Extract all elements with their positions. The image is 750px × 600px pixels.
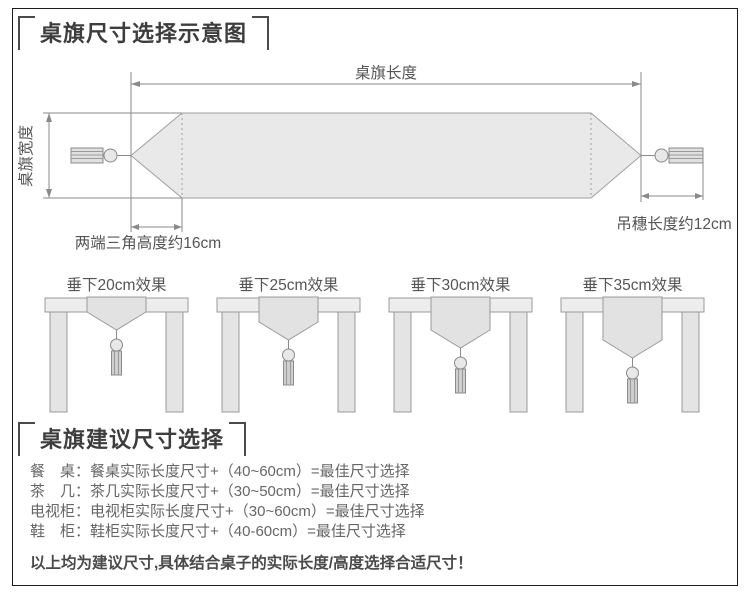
runner-drape (602, 296, 663, 359)
table-35cm: 垂下35cm效果 (560, 276, 705, 413)
advice-row-tea-table: 茶 几：茶几实际长度尺寸+（30~50cm）=最佳尺寸选择 (30, 483, 410, 500)
table-20cm: 垂下20cm效果 (44, 276, 189, 413)
table-30cm: 垂下30cm效果 (388, 276, 533, 413)
bracket-right-icon (229, 422, 247, 456)
bracket-left-icon (18, 16, 35, 50)
drop-effect-tables: 垂下20cm效果 垂下25cm效果 垂下30cm效果 (44, 276, 705, 413)
table-30cm-label: 垂下30cm效果 (411, 276, 511, 294)
arrow-down-icon (46, 189, 52, 198)
section1-title-text: 桌旗尺寸选择示意图 (40, 21, 248, 46)
right-tassel-icon (641, 147, 704, 164)
table-20cm-label: 垂下20cm效果 (67, 276, 167, 294)
table-35cm-label: 垂下35cm效果 (583, 276, 683, 294)
table-runner-shape (130, 112, 642, 199)
runner-drape (430, 296, 491, 349)
table-25cm: 垂下25cm效果 (216, 276, 361, 413)
length-label: 桌旗长度 (355, 64, 417, 82)
triangle-note-label: 两端三角高度约16cm (75, 234, 221, 252)
advice-row-tv-cabinet: 电视柜：电视柜实际长度尺寸+（30~60cm）=最佳尺寸选择 (30, 503, 425, 520)
advice-row-dining-table: 餐 桌：餐桌实际长度尺寸+（40~60cm）=最佳尺寸选择 (30, 463, 410, 480)
arrow-left-icon (131, 81, 140, 87)
tassel-note-label: 吊穗长度约12cm (616, 215, 731, 233)
size-advice-list: 餐 桌：餐桌实际长度尺寸+（40~60cm）=最佳尺寸选择 茶 几：茶几实际长度… (30, 462, 425, 542)
bracket-left-icon (18, 422, 35, 456)
arrow-left-icon (131, 224, 139, 230)
runner-drape (258, 296, 319, 341)
runner-drape (86, 296, 147, 331)
runner-dimension-diagram: 桌旗长度 桌旗宽度 (17, 64, 732, 252)
section1-title: 桌旗尺寸选择示意图 (18, 16, 270, 52)
section2-title: 桌旗建议尺寸选择 (18, 422, 247, 458)
arrow-right-icon (695, 193, 703, 199)
arrow-left-icon (641, 193, 649, 199)
width-label: 桌旗宽度 (17, 125, 35, 187)
left-tassel-icon (70, 147, 131, 164)
section2-title-text: 桌旗建议尺寸选择 (40, 427, 225, 452)
advice-note: 以上均为建议尺寸,具体结合桌子的实际长度/高度选择合适尺寸！ (30, 555, 473, 572)
arrow-up-icon (46, 113, 52, 122)
bracket-right-icon (252, 16, 270, 50)
table-25cm-label: 垂下25cm效果 (239, 276, 339, 294)
arrow-right-icon (174, 224, 182, 230)
advice-row-shoe-cabinet: 鞋 柜：鞋柜实际长度尺寸+（40-60cm）=最佳尺寸选择 (30, 523, 406, 540)
arrow-right-icon (632, 81, 641, 87)
